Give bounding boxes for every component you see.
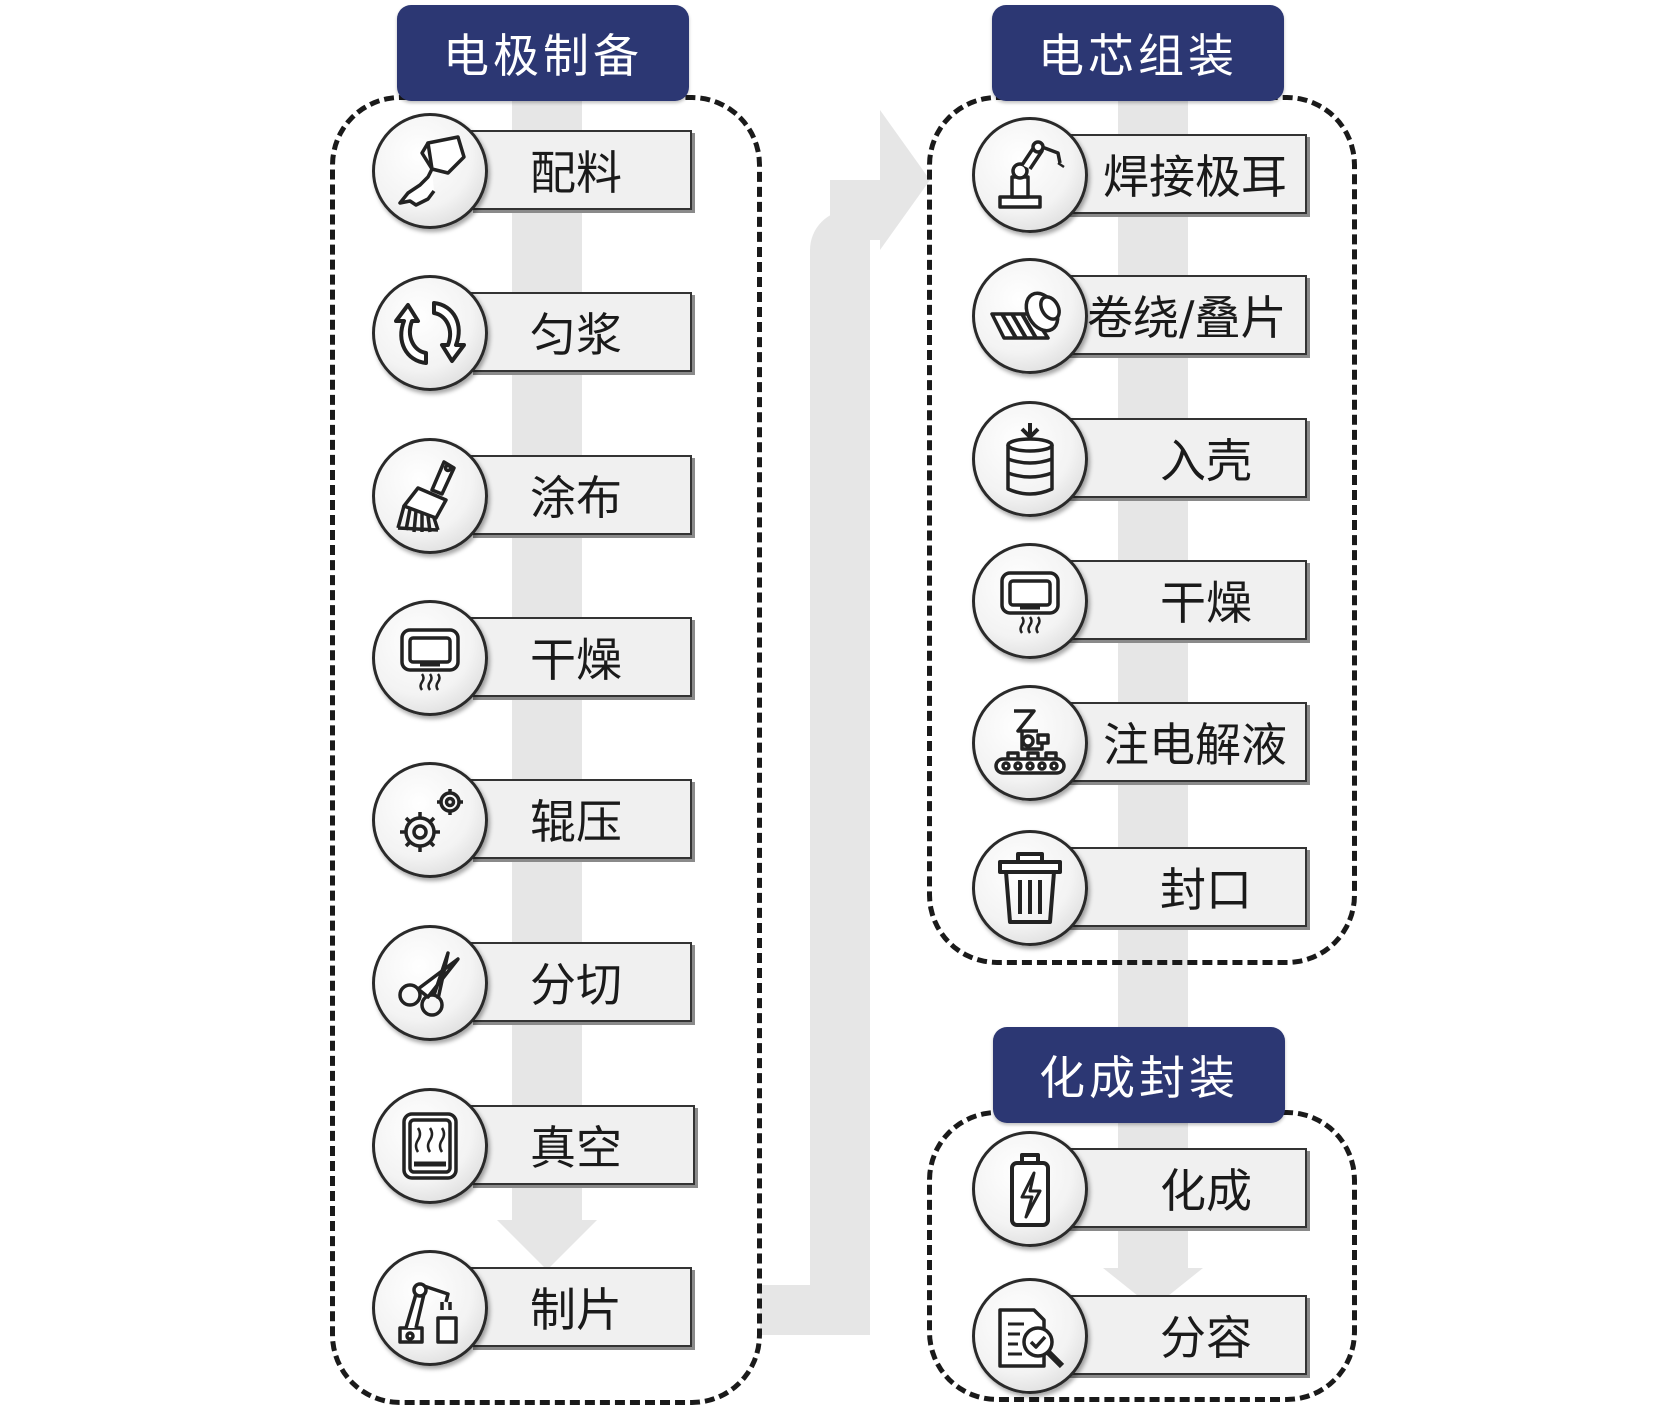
step-ruke: 入壳 <box>1067 418 1307 498</box>
welding-robot-icon <box>972 117 1088 233</box>
step-juanrao-diepian: 卷绕/叠片 <box>1067 275 1307 355</box>
cell-casing-icon <box>972 401 1088 517</box>
step-zhenkong: 真空 <box>470 1105 695 1185</box>
winding-roll-icon <box>972 258 1088 374</box>
group-box-cell-assembly <box>927 95 1357 965</box>
group-header-cell-assembly: 电芯组装 <box>992 5 1284 101</box>
vacuum-oven-icon <box>372 1088 488 1204</box>
step-zhipian: 制片 <box>470 1267 692 1347</box>
step-zhu-dianjieye: 注电解液 <box>1067 702 1307 782</box>
cycle-arrows-icon <box>372 275 488 391</box>
flow-connector-head <box>880 110 930 250</box>
inspection-icon <box>972 1278 1088 1394</box>
gears-icon <box>372 762 488 878</box>
flow-connector-top <box>830 180 880 240</box>
pouring-icon <box>372 113 488 229</box>
step-ganzao-1: 干燥 <box>470 617 692 697</box>
step-tubu: 涂布 <box>470 455 692 535</box>
step-gunya: 辊压 <box>470 779 692 859</box>
brush-icon <box>372 438 488 554</box>
step-ganzao-2: 干燥 <box>1067 560 1307 640</box>
group-header-formation: 化成封装 <box>993 1027 1285 1123</box>
step-fenqie: 分切 <box>470 942 692 1022</box>
electrolyte-filling-icon <box>972 685 1088 801</box>
dryer-icon <box>372 600 488 716</box>
flow-connector-vertical <box>810 210 870 1335</box>
step-fenrong: 分容 <box>1067 1295 1307 1375</box>
step-yunjiang: 匀浆 <box>470 292 692 372</box>
scissors-icon <box>372 925 488 1041</box>
group-header-electrode: 电极制备 <box>397 5 689 101</box>
robot-arm-icon <box>372 1250 488 1366</box>
dryer-icon <box>972 543 1088 659</box>
flow-arrow-group1-head <box>497 1220 597 1270</box>
sealing-bin-icon <box>972 830 1088 946</box>
step-peiliao: 配料 <box>470 130 692 210</box>
step-hanjie-jier: 焊接极耳 <box>1067 134 1307 214</box>
step-fengkou: 封口 <box>1067 847 1307 927</box>
battery-charge-icon <box>972 1131 1088 1247</box>
step-huacheng: 化成 <box>1067 1148 1307 1228</box>
